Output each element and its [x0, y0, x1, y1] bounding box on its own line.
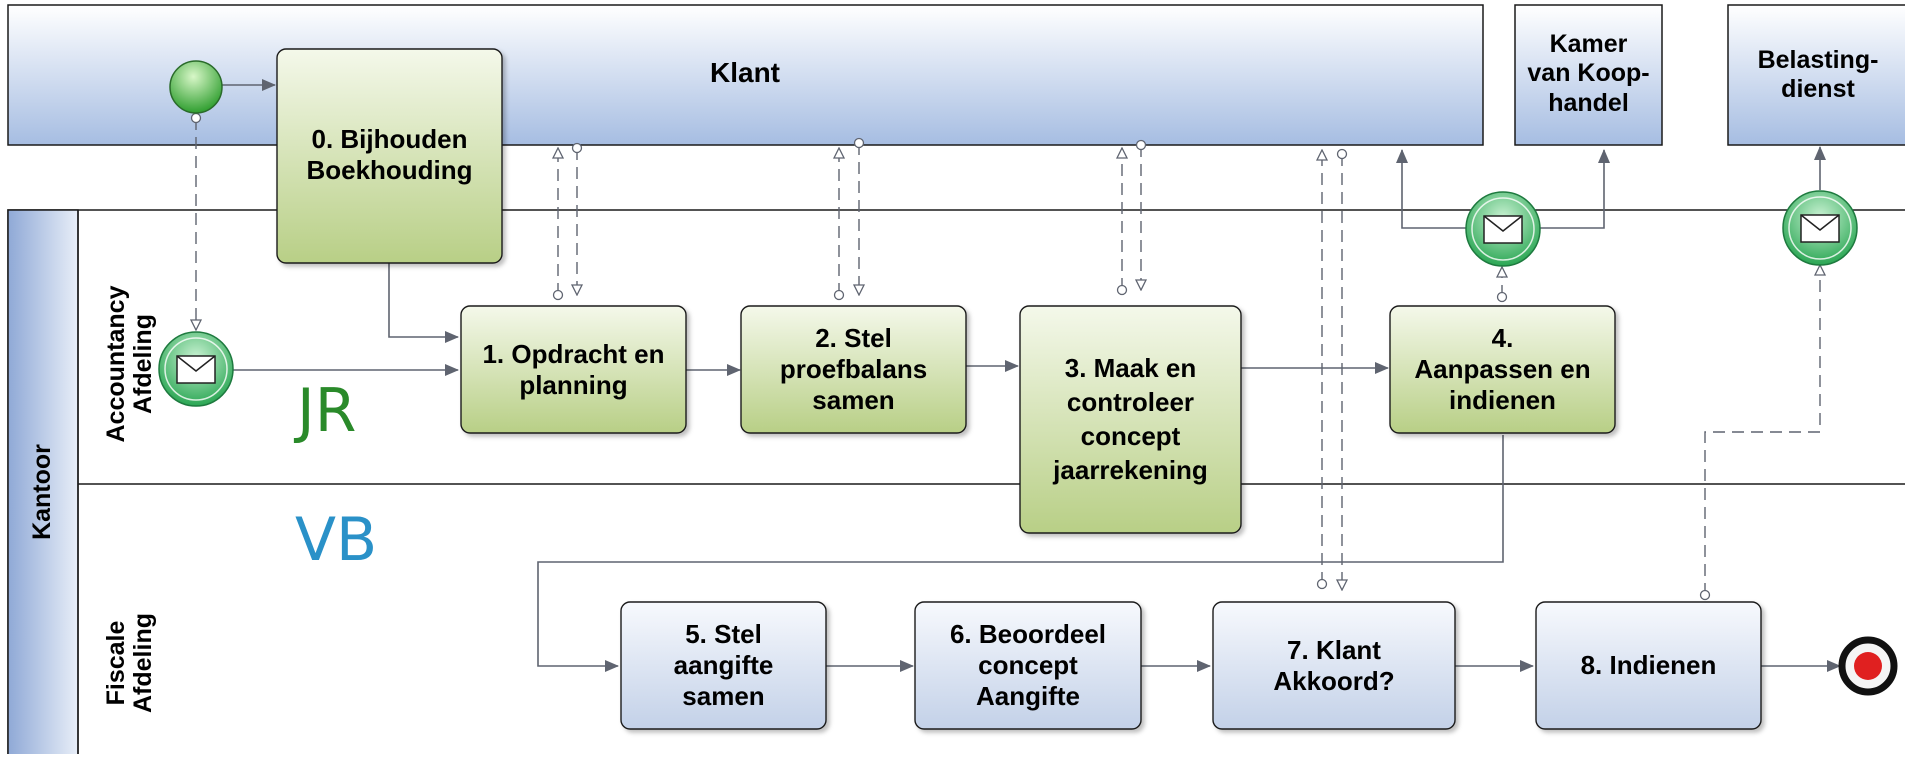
- flow-t0-to-t1: [388, 263, 459, 343]
- task-1[interactable]: [460, 305, 687, 434]
- start-event-icon[interactable]: [169, 60, 223, 114]
- task-0[interactable]: [276, 48, 503, 264]
- flow-msgc-to-klant: [1396, 149, 1473, 229]
- message-flows: [196, 118, 1820, 595]
- pool-belasting: [1727, 4, 1905, 146]
- task-2[interactable]: [740, 305, 967, 434]
- pool-klant: [7, 4, 1484, 146]
- task-6[interactable]: [914, 601, 1142, 730]
- end-event-icon[interactable]: [1838, 636, 1898, 696]
- pool-kamer: [1514, 4, 1663, 146]
- task-8[interactable]: [1535, 601, 1762, 730]
- message-event-kamer[interactable]: [1465, 191, 1541, 267]
- task-3[interactable]: [1019, 305, 1242, 534]
- sequence-flows: [222, 79, 1841, 672]
- pool-kantoor-header: [7, 209, 79, 754]
- msgflow-t8-to-msgd: [1705, 265, 1820, 595]
- flow-t4-to-t5: [537, 435, 1504, 672]
- envelope-icon: [176, 355, 216, 384]
- message-event-accountancy[interactable]: [158, 331, 234, 407]
- message-event-belasting[interactable]: [1782, 190, 1858, 266]
- task-5[interactable]: [620, 601, 827, 730]
- task-7[interactable]: [1212, 601, 1456, 730]
- envelope-icon: [1800, 214, 1840, 243]
- task-4[interactable]: [1389, 305, 1616, 434]
- envelope-icon: [1483, 215, 1523, 244]
- flow-msgc-to-kamer: [1538, 149, 1610, 229]
